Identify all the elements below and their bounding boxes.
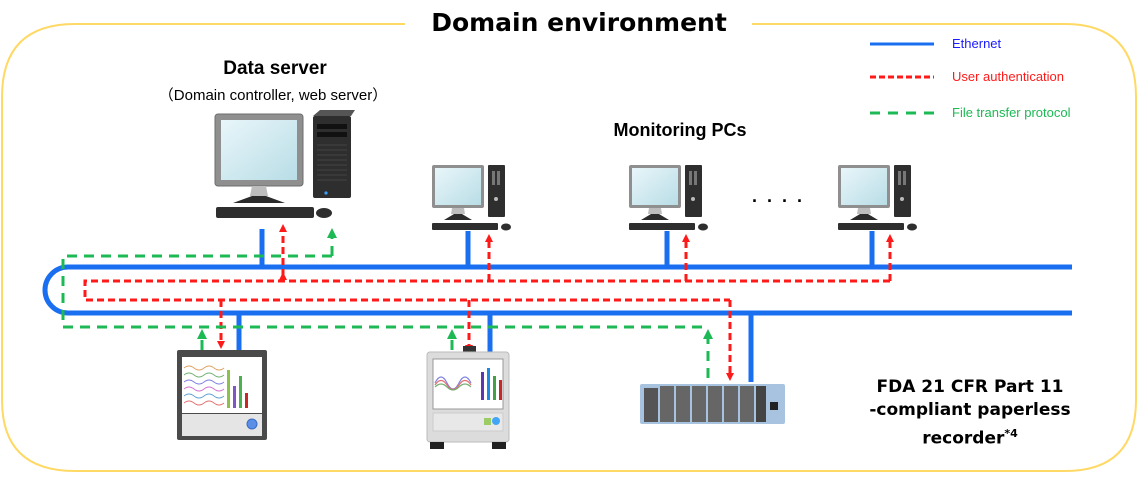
legend-ethernet-label: Ethernet: [952, 36, 1002, 51]
ethernet-bus: [42, 229, 1072, 382]
auth-loop: [83, 279, 890, 302]
recorder-label-line3: recorder: [922, 428, 1005, 449]
server-screen: [221, 120, 297, 180]
file-path: [61, 228, 713, 378]
footnote-marker: *4: [1004, 427, 1018, 440]
auth-path: [83, 224, 894, 381]
monitoring-pc-3[interactable]: [838, 165, 917, 231]
data-server-title: Data server: [223, 58, 327, 79]
monitoring-pc-2[interactable]: [629, 165, 708, 231]
recorder-label-line2: -compliant paperless: [869, 400, 1071, 420]
server-mouse: [316, 208, 332, 218]
legend-auth-label: User authentication: [952, 69, 1065, 84]
data-server-subtitle: （Domain controller, web server）: [158, 87, 388, 104]
recorder-label-line1: FDA 21 CFR Part 11: [876, 377, 1064, 397]
recorder-label: FDA 21 CFR Part 11 -compliant paperless …: [820, 376, 1120, 451]
domain-border: [1, 23, 1137, 472]
diagram-title: Domain environment: [431, 8, 727, 37]
recorder-3[interactable]: [640, 384, 785, 424]
legend-file-label: File transfer protocol: [952, 105, 1071, 120]
ethernet-loop: [42, 264, 1072, 316]
monitoring-pcs-title: Monitoring PCs: [613, 120, 747, 140]
ellipsis: ....: [752, 186, 813, 206]
data-server-computer[interactable]: [214, 110, 355, 218]
monitoring-pc-1[interactable]: [432, 165, 511, 231]
recorder-2[interactable]: [426, 346, 510, 449]
recorder-1[interactable]: [177, 350, 267, 440]
server-keyboard: [216, 207, 314, 218]
